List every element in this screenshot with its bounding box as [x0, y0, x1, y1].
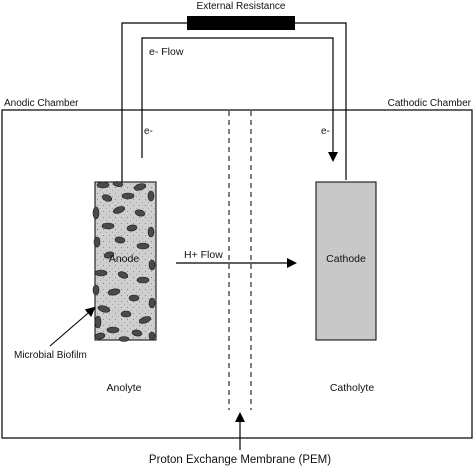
microbial-biofilm-label: Microbial Biofilm: [14, 350, 87, 361]
biofilm-blob: [134, 209, 146, 217]
biofilm-blob: [112, 206, 126, 214]
biofilm-blob: [92, 284, 100, 296]
biofilm-blob: [101, 194, 113, 202]
catholyte-label: Catholyte: [330, 382, 375, 394]
biofilm-blob: [94, 269, 108, 277]
biofilm-blob: [94, 332, 106, 340]
pem-label: Proton Exchange Membrane (PEM): [149, 454, 331, 466]
biofilm-blob: [120, 310, 132, 318]
microbial-biofilm: [92, 181, 156, 342]
anode-label: Anode: [109, 253, 140, 265]
cathode-label: Cathode: [326, 253, 366, 265]
biofilm-blob: [94, 315, 102, 329]
biofilm-blob: [148, 297, 156, 309]
external-resistance: [187, 16, 295, 30]
biofilm-blob: [93, 236, 101, 248]
biofilm-blob: [148, 331, 156, 341]
biofilm-pointer-arrow: [49, 306, 96, 347]
biofilm-blob: [136, 242, 150, 250]
anolyte-label: Anolyte: [106, 382, 141, 394]
e-minus-left-label: e-: [144, 126, 153, 137]
biofilm-blob: [133, 183, 147, 191]
biofilm-blob: [117, 271, 129, 279]
external-wire-left: [121, 22, 187, 182]
biofilm-blob: [126, 224, 138, 232]
external-resistance-label: External Resistance: [197, 1, 286, 12]
anodic-chamber-label: Anodic Chamber: [4, 98, 79, 109]
biofilm-blob: [97, 305, 111, 313]
biofilm-blob: [121, 192, 135, 200]
e-minus-right-label: e-: [321, 126, 330, 137]
biofilm-blob: [96, 181, 110, 189]
e-flow-label: e- Flow: [149, 46, 184, 58]
biofilm-blob: [92, 206, 100, 220]
h-flow-label: H+ Flow: [184, 249, 223, 261]
cathode-electrode: [315, 181, 377, 341]
biofilm-blob: [112, 181, 124, 187]
biofilm-blob: [114, 236, 126, 244]
biofilm-blob: [148, 259, 156, 271]
biofilm-blob: [138, 316, 152, 324]
cathodic-chamber-label: Cathodic Chamber: [388, 98, 472, 109]
biofilm-blob: [103, 251, 115, 259]
e-flow-arrow: [141, 37, 338, 162]
biofilm-blob: [107, 288, 121, 296]
biofilm-blob: [147, 226, 155, 238]
biofilm-blob: [136, 276, 150, 284]
chamber-outline: [1, 109, 473, 439]
biofilm-blob: [106, 326, 120, 334]
external-wire-right: [295, 22, 347, 180]
biofilm-blob: [147, 190, 155, 202]
biofilm-blob: [131, 329, 143, 337]
biofilm-blob: [118, 336, 130, 342]
biofilm-blob: [128, 294, 140, 302]
biofilm-blob: [101, 222, 115, 230]
